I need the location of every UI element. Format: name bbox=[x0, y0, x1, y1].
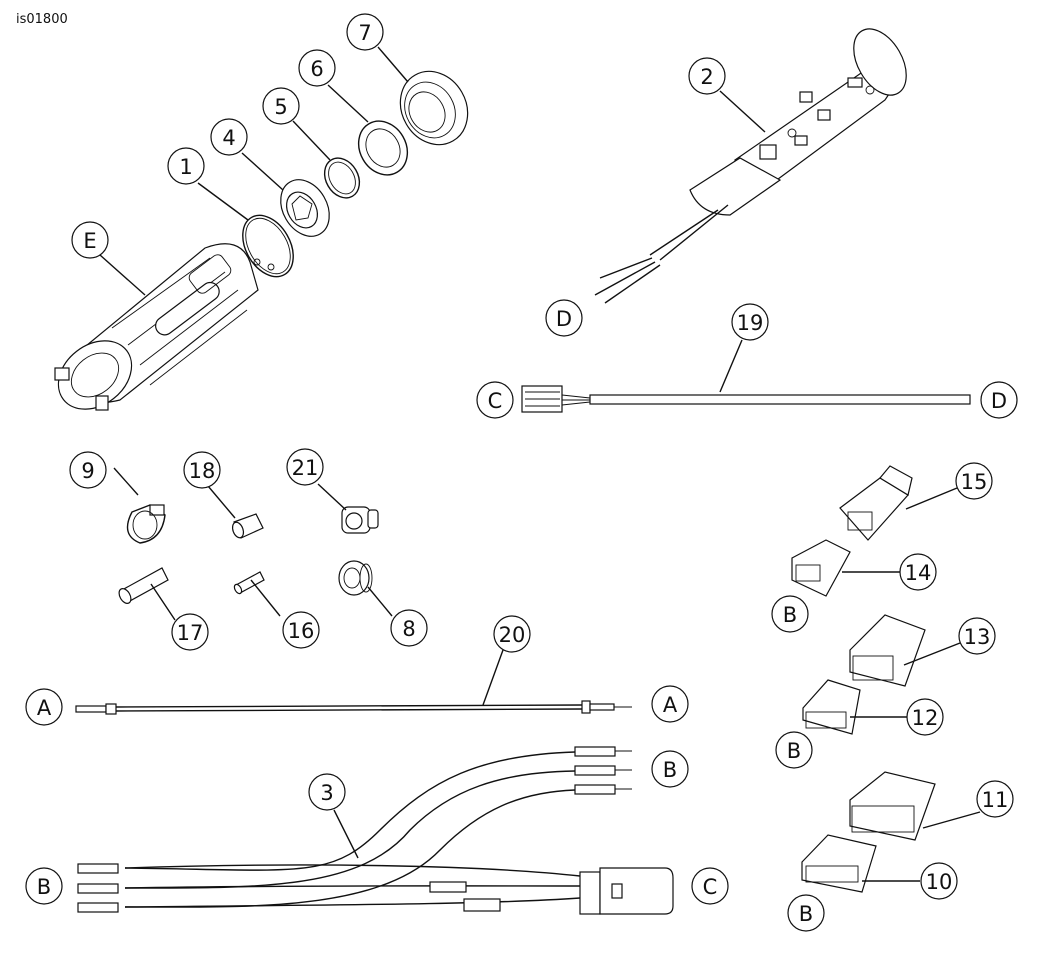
callout-16-label: 16 bbox=[288, 619, 315, 643]
callout-19-label: 19 bbox=[737, 311, 764, 335]
cable-part-19 bbox=[521, 385, 971, 413]
letter-b-connector-12: B bbox=[775, 731, 813, 769]
callout-15-label: 15 bbox=[961, 470, 988, 494]
callout-9: 9 bbox=[69, 451, 107, 489]
letter-a-left: A bbox=[25, 688, 63, 726]
connector-part-15 bbox=[839, 465, 913, 541]
callout-21-label: 21 bbox=[292, 456, 319, 480]
callout-2: 2 bbox=[688, 57, 726, 95]
callout-14-label: 14 bbox=[905, 561, 932, 585]
callout-12: 12 bbox=[906, 698, 944, 736]
letter-d-top-label: D bbox=[556, 307, 572, 331]
callout-5: 5 bbox=[262, 87, 300, 125]
letter-b-connector-10-label: B bbox=[799, 902, 813, 926]
o-ring-part-5 bbox=[323, 157, 361, 199]
callout-4-label: 4 bbox=[222, 126, 235, 150]
retaining-ring-part-1 bbox=[242, 214, 294, 278]
letter-b-harness-left-label: B bbox=[37, 875, 51, 899]
letter-c-cable-label: C bbox=[488, 389, 503, 413]
sleeve-part-18 bbox=[231, 513, 264, 539]
letter-c-harness-label: C bbox=[703, 875, 718, 899]
callout-8: 8 bbox=[390, 609, 428, 647]
callout-1-label: 1 bbox=[179, 155, 192, 179]
connector-part-14 bbox=[791, 539, 851, 597]
tube-part-16 bbox=[233, 571, 265, 595]
callout-19: 19 bbox=[731, 303, 769, 341]
letter-c-cable: C bbox=[476, 381, 514, 419]
callout-14: 14 bbox=[899, 553, 937, 591]
housing-part-e bbox=[54, 243, 259, 411]
callout-13: 13 bbox=[958, 617, 996, 655]
callout-1: 1 bbox=[167, 147, 205, 185]
callout-11: 11 bbox=[976, 780, 1014, 818]
callout-3-label: 3 bbox=[320, 781, 333, 805]
gasket-part-6 bbox=[357, 120, 409, 176]
letter-b-harness-left: B bbox=[25, 867, 63, 905]
callout-7-label: 7 bbox=[358, 21, 371, 45]
letter-b-connector-14: B bbox=[771, 595, 809, 633]
callout-16: 16 bbox=[282, 611, 320, 649]
connector-part-12 bbox=[802, 679, 861, 735]
wire-part-20 bbox=[75, 700, 632, 715]
callout-7: 7 bbox=[346, 13, 384, 51]
letter-b-harness-right: B bbox=[651, 750, 689, 788]
callout-11-label: 11 bbox=[982, 788, 1009, 812]
letter-a-left-label: A bbox=[37, 696, 52, 720]
letter-b-connector-10: B bbox=[787, 894, 825, 932]
letter-d-cable: D bbox=[980, 381, 1018, 419]
grommet-part-8 bbox=[338, 560, 373, 596]
cap-part-7 bbox=[399, 70, 469, 146]
callout-3: 3 bbox=[308, 773, 346, 811]
callout-21: 21 bbox=[286, 448, 324, 486]
callout-17-label: 17 bbox=[177, 621, 204, 645]
letter-e: E bbox=[71, 221, 109, 259]
letter-a-right-label: A bbox=[663, 693, 678, 717]
letter-e-label: E bbox=[83, 229, 96, 253]
letter-d-top: D bbox=[545, 299, 583, 337]
leader-lines bbox=[99, 46, 981, 882]
callout-17: 17 bbox=[171, 613, 209, 651]
letter-b-connector-12-label: B bbox=[787, 739, 801, 763]
callout-20: 20 bbox=[493, 615, 531, 653]
connector-part-10 bbox=[801, 834, 877, 893]
connector-part-11 bbox=[849, 771, 936, 841]
callout-5-label: 5 bbox=[274, 95, 287, 119]
callout-12-label: 12 bbox=[912, 706, 939, 730]
socket-insert-part-4 bbox=[280, 179, 330, 237]
callout-18: 18 bbox=[183, 451, 221, 489]
callout-2-label: 2 bbox=[700, 65, 713, 89]
letter-b-connector-14-label: B bbox=[783, 603, 797, 627]
connector-part-13 bbox=[849, 614, 926, 687]
harness-part-3 bbox=[77, 746, 674, 915]
letter-b-harness-right-label: B bbox=[663, 758, 677, 782]
callout-20-label: 20 bbox=[499, 623, 526, 647]
letter-a-right: A bbox=[651, 685, 689, 723]
callout-8-label: 8 bbox=[402, 617, 415, 641]
callout-10: 10 bbox=[920, 862, 958, 900]
callout-9-label: 9 bbox=[81, 459, 94, 483]
circuit-board-part-2 bbox=[594, 28, 907, 304]
figure-id: is01800 bbox=[16, 12, 68, 27]
letter-d-cable-label: D bbox=[991, 389, 1007, 413]
callout-6: 6 bbox=[298, 49, 336, 87]
cable-tie-part-9 bbox=[126, 504, 166, 544]
callout-18-label: 18 bbox=[189, 459, 216, 483]
grommet-part-21 bbox=[341, 506, 379, 534]
callout-13-label: 13 bbox=[964, 625, 991, 649]
callout-6-label: 6 bbox=[310, 57, 323, 81]
callout-4: 4 bbox=[210, 118, 248, 156]
callout-15: 15 bbox=[955, 462, 993, 500]
callout-10-label: 10 bbox=[926, 870, 953, 894]
tube-part-17 bbox=[118, 567, 169, 604]
letter-c-harness: C bbox=[691, 867, 729, 905]
